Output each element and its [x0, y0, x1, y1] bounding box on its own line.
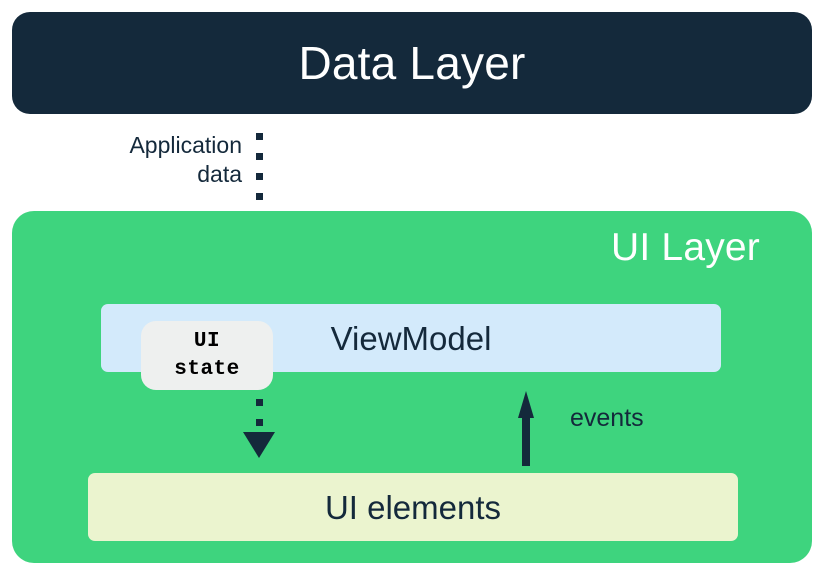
ui-state-label-line1: UI — [193, 329, 221, 353]
data-layer-label: Data Layer — [298, 37, 526, 89]
data-layer-box: Data Layer — [12, 12, 812, 114]
ui-layer-label: UI Layer — [611, 226, 760, 269]
arrow-head-down-icon — [243, 432, 275, 458]
events-arrow-shaft — [522, 415, 530, 466]
events-arrow-head — [518, 391, 534, 418]
ui-elements-box: UI elements — [88, 473, 738, 541]
ui-state-chip: UI state — [141, 321, 273, 390]
ui-state-label-line2: state — [174, 357, 240, 381]
application-data-label: Application data — [60, 131, 242, 190]
events-label: events — [570, 404, 644, 432]
dotted-connector-data-to-viewmodel — [256, 133, 263, 271]
application-data-label-line1: Application — [129, 132, 242, 158]
events-arrow-up-icon — [518, 391, 534, 466]
application-data-label-line2: data — [197, 161, 242, 188]
viewmodel-label: ViewModel — [330, 319, 492, 357]
dotted-connector-uistate-to-uielements — [256, 399, 263, 432]
ui-elements-label: UI elements — [324, 488, 502, 526]
